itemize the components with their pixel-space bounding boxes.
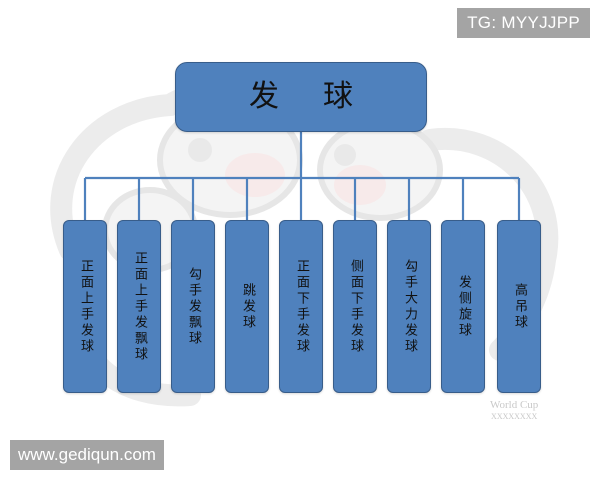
worldcup-logo-line1: World Cup bbox=[490, 399, 539, 411]
leaf-node-6-label: 侧面下手发球 bbox=[348, 258, 363, 355]
root-node-serve: 发球 bbox=[175, 62, 427, 132]
leaf-node-7: 勾手大力发球 bbox=[387, 220, 431, 393]
leaf-node-9-label: 高吊球 bbox=[512, 282, 527, 331]
leaf-node-5: 正面下手发球 bbox=[279, 220, 323, 393]
leaf-node-7-label: 勾手大力发球 bbox=[402, 258, 417, 355]
worldcup-logo-mark: World Cup XXXXXXXX bbox=[490, 400, 538, 422]
leaf-node-5-label: 正面下手发球 bbox=[294, 258, 309, 355]
leaf-node-8: 发侧旋球 bbox=[441, 220, 485, 393]
leaf-node-9: 高吊球 bbox=[497, 220, 541, 393]
leaf-node-6: 侧面下手发球 bbox=[333, 220, 377, 393]
leaf-node-2: 正面上手发飘球 bbox=[117, 220, 161, 393]
worldcup-logo-line2: XXXXXXXX bbox=[491, 412, 538, 421]
url-watermark: www.gediqun.com bbox=[10, 440, 164, 470]
tg-watermark: TG: MYYJJPP bbox=[457, 8, 590, 38]
leaf-node-4-label: 跳发球 bbox=[240, 282, 255, 331]
leaf-node-1-label: 正面上手发球 bbox=[78, 258, 93, 355]
leaf-node-3-label: 勾手发飘球 bbox=[186, 266, 201, 347]
leaf-node-4: 跳发球 bbox=[225, 220, 269, 393]
leaf-node-2-label: 正面上手发飘球 bbox=[132, 250, 147, 363]
leaf-node-1: 正面上手发球 bbox=[63, 220, 107, 393]
leaf-node-8-label: 发侧旋球 bbox=[456, 274, 471, 339]
leaf-node-3: 勾手发飘球 bbox=[171, 220, 215, 393]
